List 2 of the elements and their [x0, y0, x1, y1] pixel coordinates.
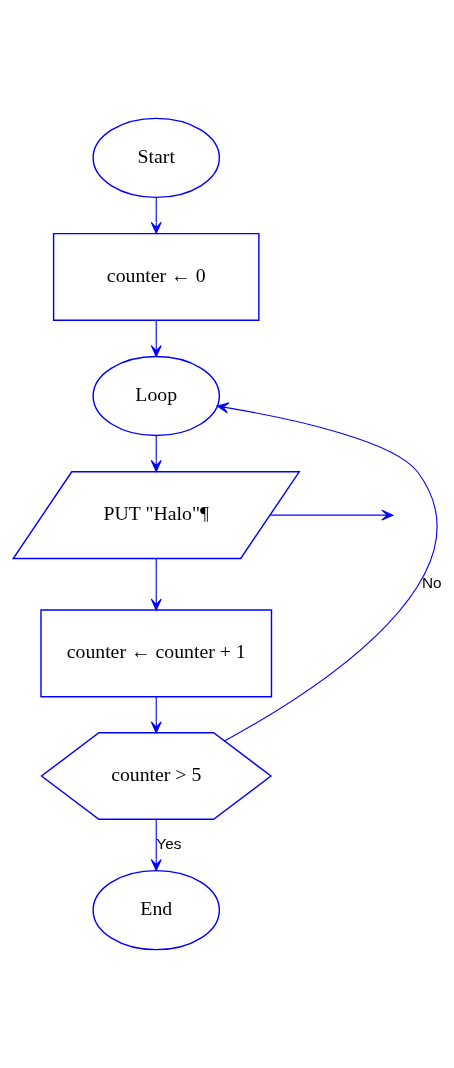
edge-label: Yes: [155, 834, 181, 852]
edge-label: No: [421, 574, 442, 592]
